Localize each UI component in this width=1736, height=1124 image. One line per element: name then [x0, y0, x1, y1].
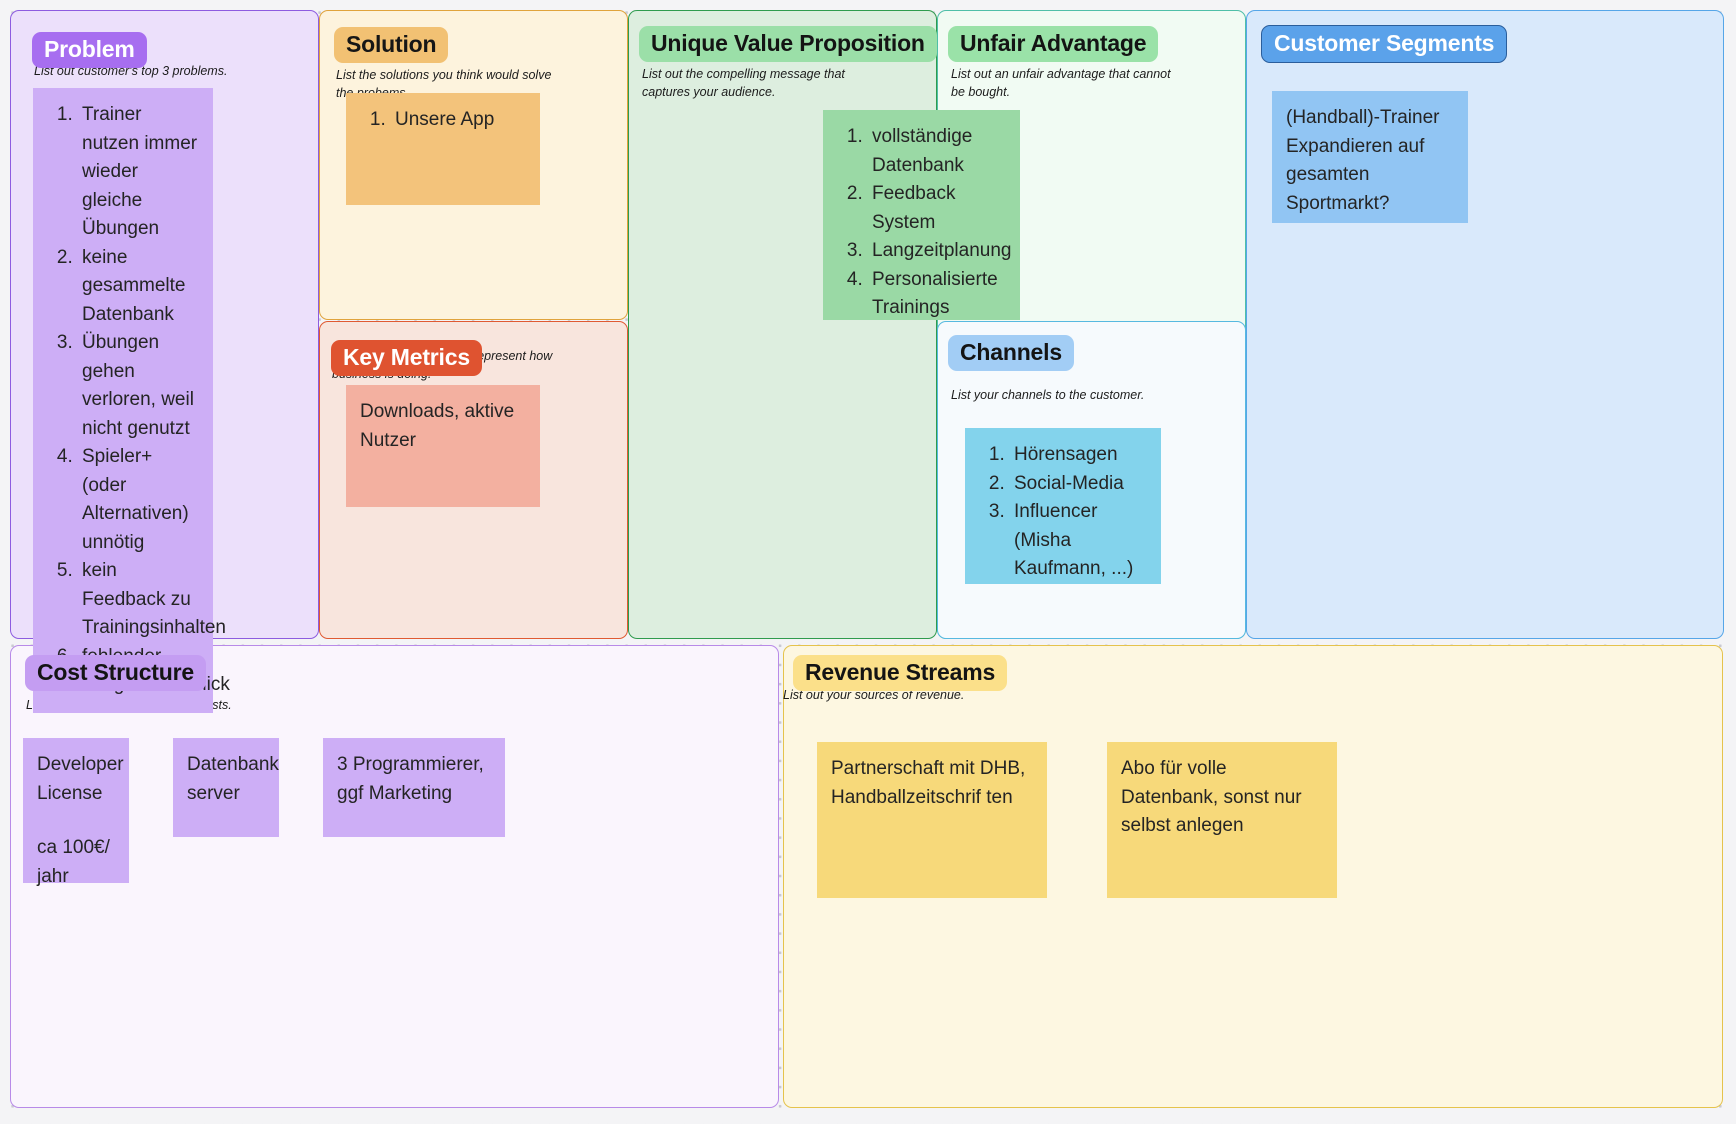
note-text: Abo für volle Datenbank, sonst nur selbs… [1121, 758, 1302, 836]
list-item: Personalisierte Trainings [868, 266, 1006, 323]
sticky-note-unique-value-proposition[interactable]: vollständige Datenbank Feedback System L… [823, 110, 1020, 320]
note-text: Downloads, aktive Nutzer [360, 401, 515, 451]
panel-title-key-metrics: Key Metrics [331, 340, 482, 377]
panel-title-revenue-streams: Revenue Streams [793, 655, 1008, 692]
note-text-line1: Datenbank server [187, 754, 279, 804]
solution-list: Unsere App [360, 106, 526, 135]
note-text-line2: ca 100€/ jahr [37, 837, 110, 887]
panel-unique-value-proposition[interactable]: Unique Value Proposition List out the co… [628, 10, 937, 639]
list-item: Influencer (Misha Kaufmann, ...) [1010, 498, 1147, 584]
sticky-note-channels[interactable]: Hörensagen Social-Media Influencer (Mish… [965, 428, 1161, 584]
note-text-line1: 3 Programmierer, ggf Marketing [337, 754, 484, 804]
panel-description-revenue-streams: List out your sources of revenue. [783, 688, 965, 702]
note-text-line1: Developer License [37, 754, 124, 804]
panel-description-unfair-advantage: List out an unfair advantage that cannot… [951, 67, 1171, 100]
list-item: Langzeitplanung [868, 237, 1011, 266]
list-item: Übungen gehen verloren, weil nicht genut… [78, 329, 199, 443]
panel-title-solution: Solution [334, 27, 449, 64]
panel-cost-structure[interactable]: Cost Structure List out your fixed and v… [10, 645, 779, 1108]
sticky-note-cost-2[interactable]: Datenbank server [173, 738, 279, 837]
panel-title-cost-structure: Cost Structure [25, 655, 206, 692]
panel-uvp-surface [628, 10, 937, 639]
problem-list: Trainer nutzen immer wieder gleiche Übun… [47, 101, 230, 700]
sticky-note-key-metrics[interactable]: Downloads, aktive Nutzer [346, 385, 540, 507]
list-item: keine gesammelte Datenbank [78, 244, 199, 330]
list-item: vollständige Datenbank [868, 123, 1006, 180]
panel-description-unique-value-proposition: List out the compelling message that cap… [642, 67, 845, 100]
sticky-note-revenue-1[interactable]: Partnerschaft mit DHB, Handballzeitschri… [817, 742, 1047, 898]
panel-title-channels: Channels [948, 335, 1074, 372]
panel-title-unfair-advantage: Unfair Advantage [948, 26, 1159, 63]
list-item: Spieler+ (oder Alternativen) unnötig [78, 443, 199, 557]
list-item: kein Feedback zu Trainingsinhalten [78, 557, 226, 643]
list-item: Hörensagen [1010, 441, 1147, 470]
list-item: Feedback System [868, 180, 1006, 237]
list-item: Social-Media [1010, 470, 1147, 499]
sticky-note-solution[interactable]: Unsere App [346, 93, 540, 205]
panel-description-channels: List your channels to the customer. [951, 388, 1145, 402]
panel-cost-structure-surface [10, 645, 779, 1108]
list-item: Trainer nutzen immer wieder gleiche Übun… [78, 101, 199, 244]
sticky-note-revenue-2[interactable]: Abo für volle Datenbank, sonst nur selbs… [1107, 742, 1337, 898]
list-item: Unsere App [391, 106, 526, 135]
channels-list: Hörensagen Social-Media Influencer (Mish… [979, 441, 1147, 584]
panel-title-problem: Problem [32, 32, 147, 69]
panel-title-customer-segments: Customer Segments [1261, 25, 1508, 64]
sticky-note-problem[interactable]: Trainer nutzen immer wieder gleiche Übun… [33, 88, 230, 713]
sticky-note-cost-3[interactable]: 3 Programmierer, ggf Marketing [323, 738, 505, 837]
uvp-list: vollständige Datenbank Feedback System L… [837, 123, 1011, 323]
sticky-note-customer-segments[interactable]: (Handball)-Trainer Expandieren auf gesam… [1272, 91, 1468, 223]
note-text: Partnerschaft mit DHB, Handballzeitschri… [831, 758, 1026, 808]
panel-title-unique-value-proposition: Unique Value Proposition [639, 26, 937, 63]
sticky-note-cost-1[interactable]: Developer License ca 100€/ jahr [23, 738, 129, 887]
note-text: (Handball)-Trainer Expandieren auf gesam… [1286, 107, 1440, 214]
